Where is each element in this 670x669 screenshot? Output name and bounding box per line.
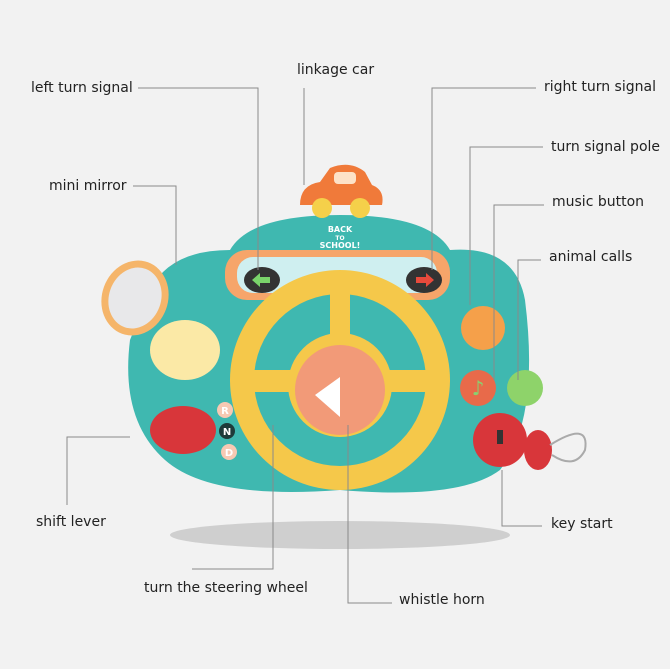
music-note-icon: ♪: [472, 376, 485, 400]
shadow: [170, 521, 510, 549]
gear-indicator: R N D: [217, 402, 237, 460]
animal-calls-button[interactable]: [507, 370, 543, 406]
music-button[interactable]: [460, 370, 496, 406]
label-whistle-horn: whistle horn: [399, 592, 485, 608]
label-music-button: music button: [552, 194, 645, 210]
label-animal-calls: animal calls: [549, 249, 633, 265]
gear-r: R: [221, 406, 229, 417]
gear-d: D: [225, 448, 233, 459]
label-shift-lever: shift lever: [36, 514, 106, 530]
linkage-car[interactable]: [300, 164, 383, 218]
screen-text: TO: [335, 235, 344, 242]
shift-lever[interactable]: [150, 406, 216, 454]
left-arrow-icon: [252, 273, 270, 287]
animal-sticker: [150, 320, 220, 380]
label-linkage-car: linkage car: [297, 62, 375, 78]
leader-lines: [66, 87, 544, 604]
label-steering-wheel: turn the steering wheel: [144, 580, 308, 596]
gear-n: N: [223, 427, 231, 438]
screen-text: BACK: [328, 225, 353, 234]
right-arrow-icon: [416, 273, 434, 287]
screen-text: SCHOOL!: [320, 241, 361, 250]
label-mini-mirror: mini mirror: [49, 178, 127, 194]
label-left-turn-signal: left turn signal: [31, 80, 133, 96]
label-turn-signal-pole: turn signal pole: [551, 139, 661, 155]
label-right-turn-signal: right turn signal: [544, 79, 656, 95]
turn-signal-pole[interactable]: [461, 306, 505, 350]
megaphone-icon: [315, 377, 340, 417]
label-key-start: key start: [551, 516, 613, 532]
mini-mirror[interactable]: [91, 251, 179, 345]
key[interactable]: [524, 430, 552, 470]
